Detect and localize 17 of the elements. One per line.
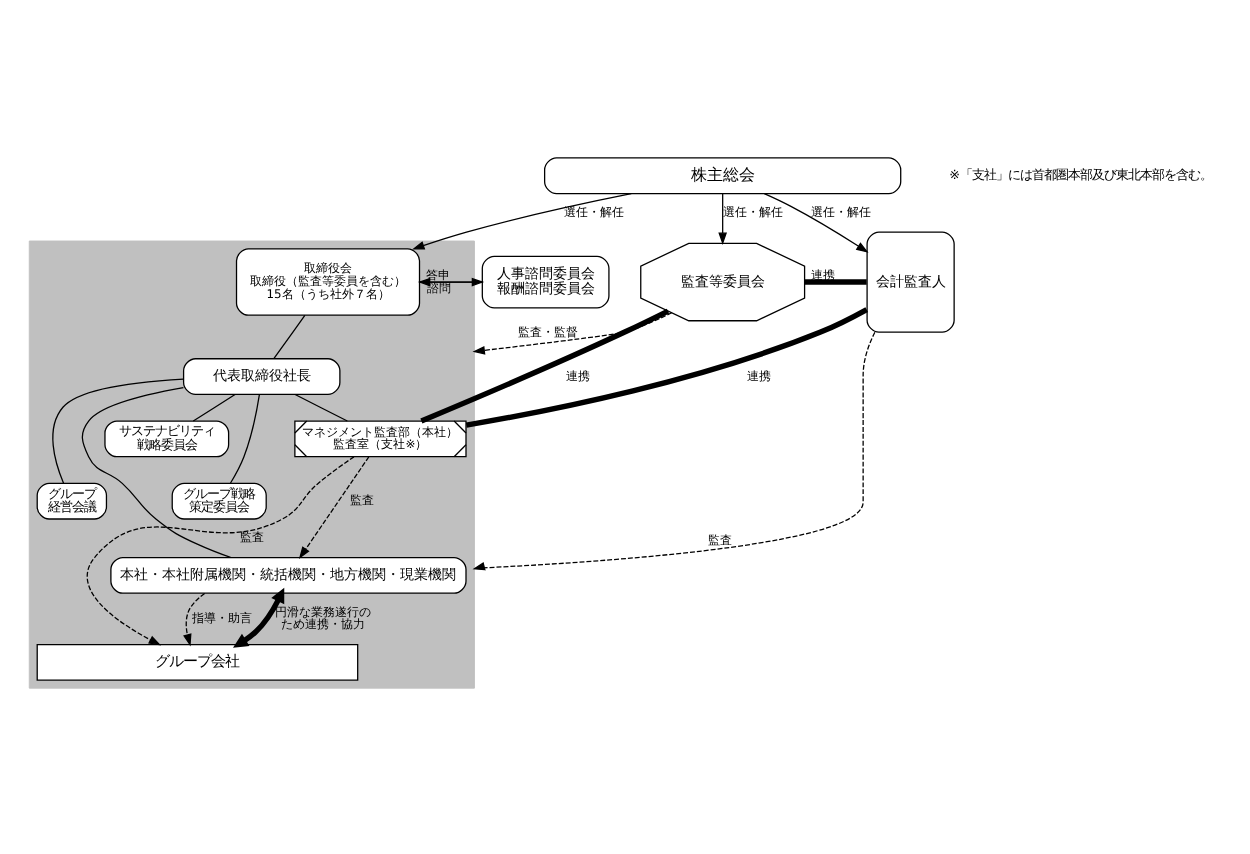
connector [273, 314, 306, 360]
arrow [472, 312, 673, 355]
arrow [183, 592, 206, 647]
arrow [763, 193, 869, 253]
connector [229, 394, 261, 484]
connector [465, 307, 868, 428]
connector [52, 378, 185, 484]
arrow [718, 193, 728, 245]
arrow [86, 456, 355, 646]
arrow [233, 587, 285, 648]
arrow [298, 456, 370, 560]
connector [804, 279, 867, 285]
connector [192, 393, 236, 422]
connector [420, 308, 670, 424]
arrow [472, 331, 876, 571]
arrow [412, 192, 632, 250]
connector [294, 393, 348, 422]
